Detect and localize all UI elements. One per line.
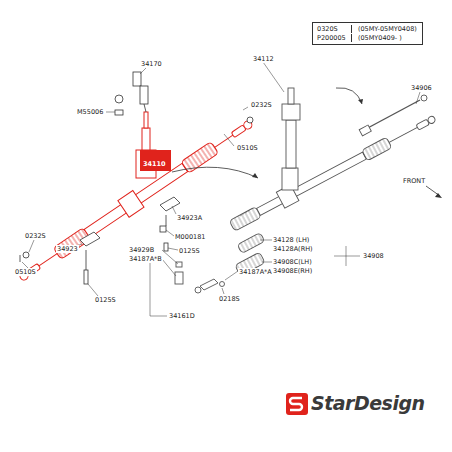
node-text: (05MY0409- ) xyxy=(358,34,418,42)
pinion-right xyxy=(282,88,300,190)
callout-number: 0232S xyxy=(24,232,47,240)
gearbox-left xyxy=(15,114,257,286)
gearbox-right xyxy=(228,110,439,234)
highlighted-part-number: 34110 xyxy=(140,150,171,171)
universal-joint xyxy=(115,72,148,115)
variant-table: 0320S (05MY-05MY0408) P200005 (05MY0409- ) xyxy=(312,22,423,45)
callout-number: 0232S xyxy=(250,101,273,109)
node-text: 34110 xyxy=(143,160,166,168)
clamps xyxy=(23,117,253,284)
node-text: P200005 xyxy=(317,34,352,42)
callout-number: 0125S xyxy=(178,247,201,255)
bolts xyxy=(20,215,166,270)
callout-number: 34187A*B xyxy=(128,255,163,263)
callout-number: 34161D xyxy=(168,312,196,320)
callout-number: 34929B xyxy=(128,246,155,254)
callout-number: 34923A xyxy=(176,214,203,222)
callout-number: 34187A*A xyxy=(238,268,273,276)
callout-number: 34908C(LH) xyxy=(272,258,313,266)
callout-number: M000181 xyxy=(174,233,206,241)
view-arrow xyxy=(172,167,258,178)
callout-number: 34128A(RH) xyxy=(272,245,314,253)
callout-number: 34908E(RH) xyxy=(272,267,313,275)
node-text: (05MY-05MY0408) xyxy=(358,25,418,33)
direction-label: FRONT xyxy=(402,177,426,185)
callout-number: 34128 (LH) xyxy=(272,236,310,244)
note-circle xyxy=(115,95,123,103)
callout-number: 34908 xyxy=(362,252,385,260)
callout-number: 0125S xyxy=(94,296,117,304)
callout-number: 34112 xyxy=(252,55,275,63)
logo-mark xyxy=(286,393,308,415)
callout-number: 34906 xyxy=(410,84,433,92)
callout-number: 34170 xyxy=(140,60,163,68)
loose-parts xyxy=(175,95,427,293)
callout-number: M55006 xyxy=(76,108,104,116)
callout-number: 0510S xyxy=(236,144,259,152)
callout-number: 34923 xyxy=(56,245,79,253)
callout-number: 0218S xyxy=(218,295,241,303)
logo-text: StarDesign xyxy=(311,392,425,414)
callout-number: 0510S xyxy=(14,268,37,276)
leader-lines xyxy=(22,62,420,316)
node-text: 0320S xyxy=(317,25,352,33)
